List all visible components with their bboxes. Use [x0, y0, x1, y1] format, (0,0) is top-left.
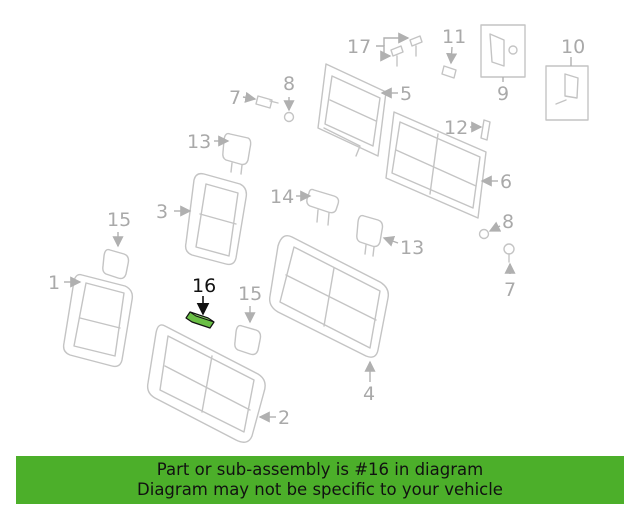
headrest-top	[222, 132, 252, 175]
callout-12: 12	[444, 117, 468, 139]
clip	[441, 65, 457, 79]
callout-5: 5	[400, 83, 412, 105]
seat-back-cushion-left	[62, 273, 134, 368]
callout-17: 17	[347, 36, 371, 58]
highlighted-part-16	[185, 311, 215, 329]
bolt-group	[390, 35, 423, 67]
callout-11: 11	[442, 26, 466, 48]
callout-2: 2	[278, 407, 290, 429]
callout-6: 6	[500, 171, 512, 193]
seat-back-center	[184, 172, 248, 266]
callout-13b: 13	[400, 237, 424, 259]
callout-8a: 8	[283, 73, 295, 95]
seat-cushion-rear	[146, 324, 266, 443]
callout-15b: 15	[238, 283, 262, 305]
headrest-small-center	[234, 324, 262, 356]
bracket-box	[480, 24, 526, 78]
headrest-center	[306, 188, 340, 226]
seat-frame-upper	[317, 63, 387, 157]
callout-9: 9	[497, 83, 509, 105]
banner-line-1: Part or sub-assembly is #16 in diagram	[156, 460, 484, 479]
parts-diagram: 1 2 3 4 5 6	[48, 24, 589, 443]
headrest-right	[356, 214, 384, 257]
callout-16: 16	[192, 275, 216, 297]
seat-back-rear-right	[268, 234, 390, 358]
bolt-left	[255, 95, 279, 109]
headrest-small-left	[102, 248, 130, 280]
bolt-right	[503, 243, 515, 263]
latch-box	[545, 65, 589, 121]
seat-frame-lower	[385, 111, 487, 219]
info-banner: Part or sub-assembly is #16 in diagram D…	[16, 456, 624, 504]
callout-8b: 8	[502, 211, 514, 233]
pin	[480, 119, 491, 141]
callout-7a: 7	[229, 87, 241, 109]
callout-10: 10	[561, 36, 585, 58]
callout-4: 4	[363, 383, 375, 405]
callout-15a: 15	[107, 209, 131, 231]
banner-line-2: Diagram may not be specific to your vehi…	[137, 480, 503, 499]
washer-left	[283, 111, 295, 123]
callout-13a: 13	[187, 131, 211, 153]
callout-7b: 7	[504, 279, 516, 301]
callout-3: 3	[156, 201, 168, 223]
callout-14: 14	[270, 186, 294, 208]
washer-right	[478, 228, 490, 240]
callout-1: 1	[48, 272, 60, 294]
